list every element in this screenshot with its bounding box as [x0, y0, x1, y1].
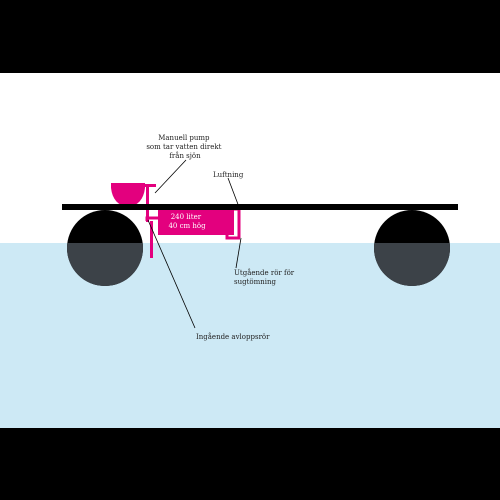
- tank-label-line-1: 240 liter: [171, 213, 202, 221]
- leader-vent: [227, 177, 240, 208]
- pump-label-line-2: som tar vatten direkt: [146, 143, 221, 151]
- inlet-label: Ingående avloppsrör: [196, 332, 270, 341]
- pump-label: Manuell pump som tar vatten direkt från …: [146, 134, 223, 160]
- tank-label: 240 liter 40 cm hög: [168, 213, 206, 230]
- vent-label: Luftning: [213, 171, 244, 179]
- outlet-label: Utgående rör för sugtömning: [234, 268, 296, 286]
- leader-inlet: [147, 219, 196, 329]
- outlet-label-line-2: sugtömning: [234, 278, 277, 286]
- inlet-pipe: [145, 216, 158, 221]
- tank-label-line-2: 40 cm hög: [168, 222, 206, 230]
- pump-label-line-1: Manuell pump: [158, 134, 210, 142]
- right-pontoon-submerged: [374, 243, 450, 286]
- outlet-label-line-1: Utgående rör för: [234, 268, 295, 277]
- leader-outlet: [235, 237, 242, 269]
- leader-lines: [147, 159, 242, 329]
- deck-beam: [62, 204, 458, 210]
- tank: [158, 208, 234, 235]
- leader-pump: [154, 159, 187, 194]
- outlet-pipe: [225, 233, 240, 240]
- toilet-bowl: [111, 183, 145, 207]
- pump-handle: [144, 184, 156, 187]
- intake-pipe: [150, 221, 153, 258]
- left-pontoon-submerged: [67, 243, 143, 286]
- pump-label-line-3: från sjön: [169, 151, 201, 160]
